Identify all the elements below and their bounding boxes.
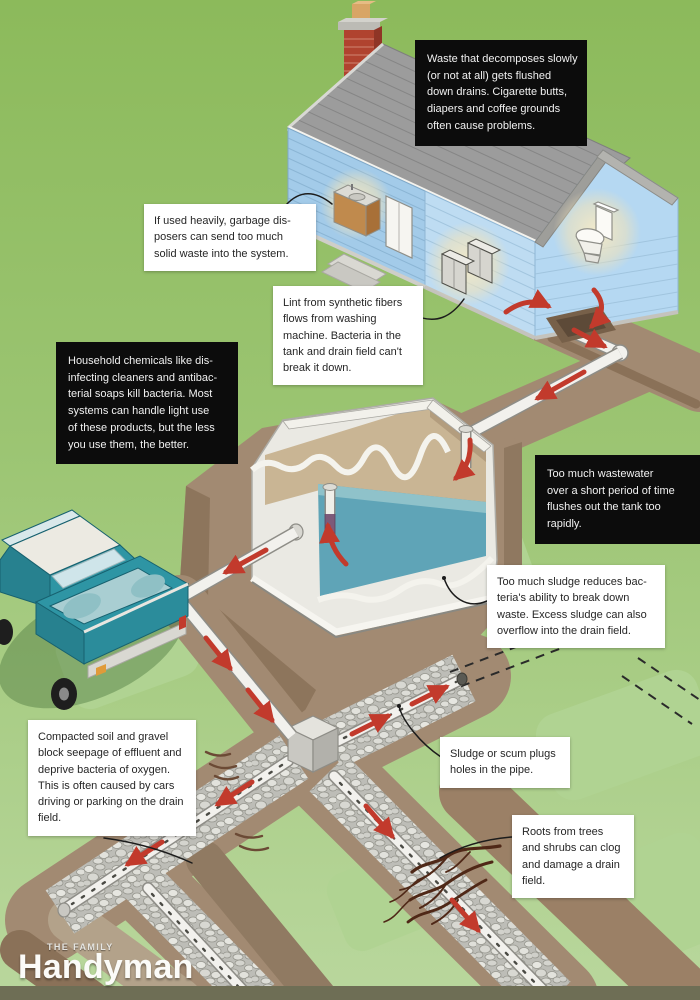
leader-compacted: [103, 837, 193, 864]
callout-garbage-disposers: If used heavily, garbage dis- posers can…: [144, 204, 316, 271]
leader-scum: [398, 705, 442, 758]
front-door: [385, 195, 413, 259]
callout-roots-trees: Roots from trees and shrubs can clog and…: [512, 815, 634, 899]
callout-sludge-scum: Sludge or scum plugs holes in the pipe.: [440, 737, 570, 788]
logo-large-text: Handyman: [18, 948, 194, 986]
callout-too-much-sludge: Too much sludge reduces bac- teria's abi…: [487, 565, 665, 649]
distribution-box: [286, 715, 340, 773]
callout-compacted-soil: Compacted soil and gravel block seepage …: [28, 720, 196, 836]
bottom-soil-strip: [0, 986, 700, 1000]
flow-arrows: [124, 287, 612, 934]
septic-tank-illustration: [249, 397, 498, 639]
logo-small-text: THE FAMILY: [47, 942, 114, 952]
toilet-icon: [575, 201, 620, 264]
callout-lint-synthetic: Lint from synthetic fibers flows from wa…: [273, 286, 423, 386]
tree-roots-illustration: [383, 844, 502, 925]
soil-compaction-marks: [204, 750, 270, 852]
leader-sludge: [443, 577, 488, 605]
gable-roof-edge-right: [596, 149, 679, 206]
callout-waste-decomposes: Waste that decomposes slowly (or not at …: [415, 40, 587, 146]
callout-leader-lines: [103, 193, 513, 864]
leader-garbage-disposers: [285, 193, 333, 206]
family-handyman-logo: THE FAMILY Handyman: [18, 942, 193, 984]
kitchen-sink-icon: [332, 184, 382, 237]
washer-dryer-icon: [440, 238, 502, 295]
callout-household-chemicals: Household chemicals like dis- infecting …: [56, 342, 238, 465]
callout-too-much-wastewater: Too much wastewater over a short period …: [535, 455, 700, 544]
pickup-truck-illustration: [0, 509, 190, 710]
leader-roots: [439, 836, 513, 859]
